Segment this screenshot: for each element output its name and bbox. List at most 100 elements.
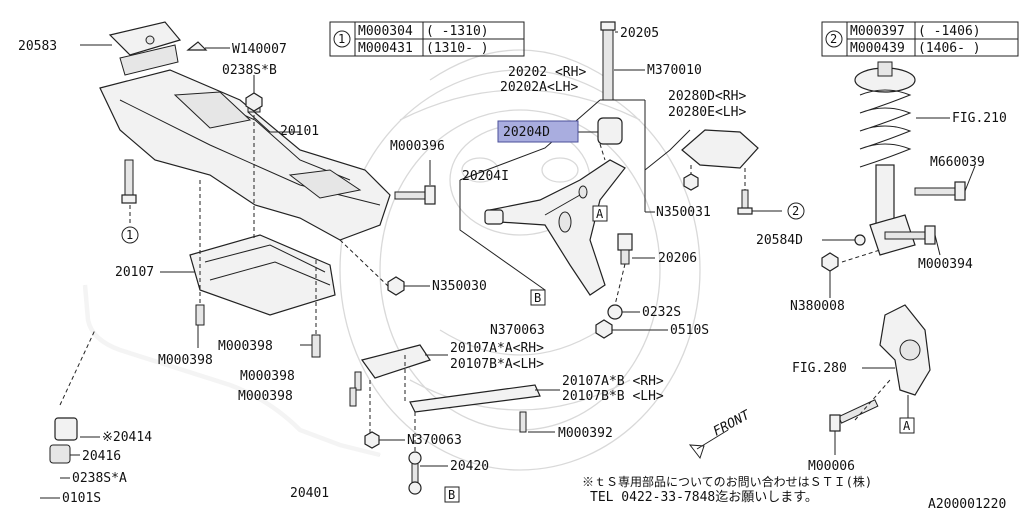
label-20280d-rh: 20280D<RH> [668, 89, 746, 104]
stabilizer-bar [82, 284, 381, 458]
arm-nuts [595, 304, 623, 339]
label-0232s: 0232S [642, 305, 681, 320]
note-table-1-code-1: M000304 [358, 24, 413, 39]
marker-circle-1-text: 1 [126, 228, 133, 242]
note-table-2-marker: 2 [830, 32, 837, 46]
label-0238sa: 0238S*A [72, 471, 127, 486]
label-m000398-d: M000398 [238, 389, 293, 404]
marker-a-top[interactable]: A [592, 205, 608, 222]
footer-note-line-2: TEL 0422-33-7848迄お願いします。 [590, 490, 818, 505]
stud-bolt-20205 [600, 21, 616, 101]
label-n370063-a: N370063 [490, 323, 545, 338]
label-20107aa: 20107A*A<RH> [450, 341, 544, 356]
marker-b-mid[interactable]: B [530, 289, 546, 306]
label-20414: ※20414 [102, 430, 152, 445]
marker-b-mid-text: B [534, 291, 541, 305]
label-fig280: FIG.280 [792, 361, 847, 376]
note-table-2-code-2: M000439 [850, 41, 905, 56]
strut-bolts [821, 181, 966, 272]
knuckle [879, 304, 931, 396]
ball-joint-20206 [617, 233, 633, 265]
lower-arm [488, 159, 626, 296]
marker-circle-1[interactable]: 1 [121, 226, 139, 244]
label-m000396: M000396 [390, 139, 445, 154]
note-table-1: 1 M000304 ( -1310) M000431 (1310- ) [329, 21, 525, 57]
label-0101s: 0101S [62, 491, 101, 506]
bolt-m000396 [394, 185, 436, 205]
bolt-m000398-lower [195, 304, 321, 358]
label-0238sb: 0238S*B [222, 63, 277, 78]
label-fig210: FIG.210 [952, 111, 1007, 126]
label-20204d: 20204D [503, 125, 550, 140]
marker-circle-2-text: 2 [792, 204, 799, 218]
label-20420: 20420 [450, 459, 489, 474]
note-table-2: 2 M000397 ( -1406) M000439 (1406- ) [821, 21, 1019, 57]
stabilizer-link [408, 451, 422, 495]
label-n350030: N350030 [432, 279, 487, 294]
label-m000394: M000394 [918, 257, 973, 272]
marker-a-bottom-text: A [903, 419, 911, 433]
label-m000398-c: M000398 [240, 369, 295, 384]
group-bracket [459, 99, 691, 291]
label-20416: 20416 [82, 449, 121, 464]
label-20205: 20205 [620, 26, 659, 41]
label-20107ab: 20107A*B <RH> [562, 374, 664, 389]
label-n350031: N350031 [656, 205, 711, 220]
marker-circle-2[interactable]: 2 [787, 202, 805, 220]
label-20202a-lh: 20202A<LH> [500, 80, 578, 95]
footer-note-line-1: ※ｔＳ専用部品についてのお問い合わせはＳＴＩ(株) [582, 474, 872, 489]
label-m000392: M000392 [558, 426, 613, 441]
note-table-2-code-1: M000397 [850, 24, 905, 39]
support-rod-upper [360, 344, 431, 379]
bolt-m00006 [829, 399, 879, 432]
label-20107: 20107 [115, 265, 154, 280]
label-20101: 20101 [280, 124, 319, 139]
front-label: FRONT [711, 407, 754, 439]
label-m00006: M00006 [808, 459, 855, 474]
label-m000398-b: M000398 [158, 353, 213, 368]
label-m370010: M370010 [647, 63, 702, 78]
label-20206: 20206 [658, 251, 697, 266]
note-table-1-marker: 1 [338, 32, 345, 46]
label-20107ba: 20107B*A<LH> [450, 357, 544, 372]
bolt-left-vertical [121, 159, 137, 204]
note-table-1-range-2: (1310- ) [426, 41, 489, 56]
label-0510s: 0510S [670, 323, 709, 338]
highlight-20204d[interactable]: 20204D [497, 120, 579, 143]
dashed-guide-lines [59, 115, 891, 452]
label-20583: 20583 [18, 39, 57, 54]
front-arrow: FRONT [688, 407, 754, 460]
note-table-1-range-1: ( -1310) [426, 24, 489, 39]
note-table-1-code-2: M000431 [358, 41, 413, 56]
label-n370063-b: N370063 [407, 433, 462, 448]
label-20280e-lh: 20280E<LH> [668, 105, 746, 120]
note-table-2-range-2: (1406- ) [918, 41, 981, 56]
label-20401: 20401 [290, 486, 329, 501]
front-bushing-20204i [484, 209, 504, 225]
watermark-emblem [339, 49, 701, 471]
skid-plate [189, 234, 336, 316]
support-rod-lower [409, 384, 541, 413]
strut-assembly [854, 61, 916, 256]
label-20584d: 20584D [756, 233, 803, 248]
diagram-id: A200001220 [928, 497, 1006, 512]
marker-b-bottom[interactable]: B [444, 486, 460, 503]
label-20202-rh: 20202 <RH> [508, 65, 586, 80]
label-n380008: N380008 [790, 299, 845, 314]
rear-bushing-20204d [597, 117, 623, 145]
bracket-20280 [681, 129, 759, 215]
nut-n350030 [387, 276, 405, 296]
marker-a-bottom[interactable]: A [899, 417, 915, 434]
label-20107bb: 20107B*B <LH> [562, 389, 664, 404]
label-20204i: 20204I [462, 169, 509, 184]
label-m000398-a: M000398 [218, 339, 273, 354]
note-table-2-range-1: ( -1406) [918, 24, 981, 39]
stabilizer-bushing [49, 417, 78, 464]
rod-bolts [349, 371, 527, 449]
label-w140007: W140007 [232, 42, 287, 57]
label-m660039: M660039 [930, 155, 985, 170]
marker-a-top-text: A [596, 207, 604, 221]
marker-b-bottom-text: B [448, 488, 455, 502]
